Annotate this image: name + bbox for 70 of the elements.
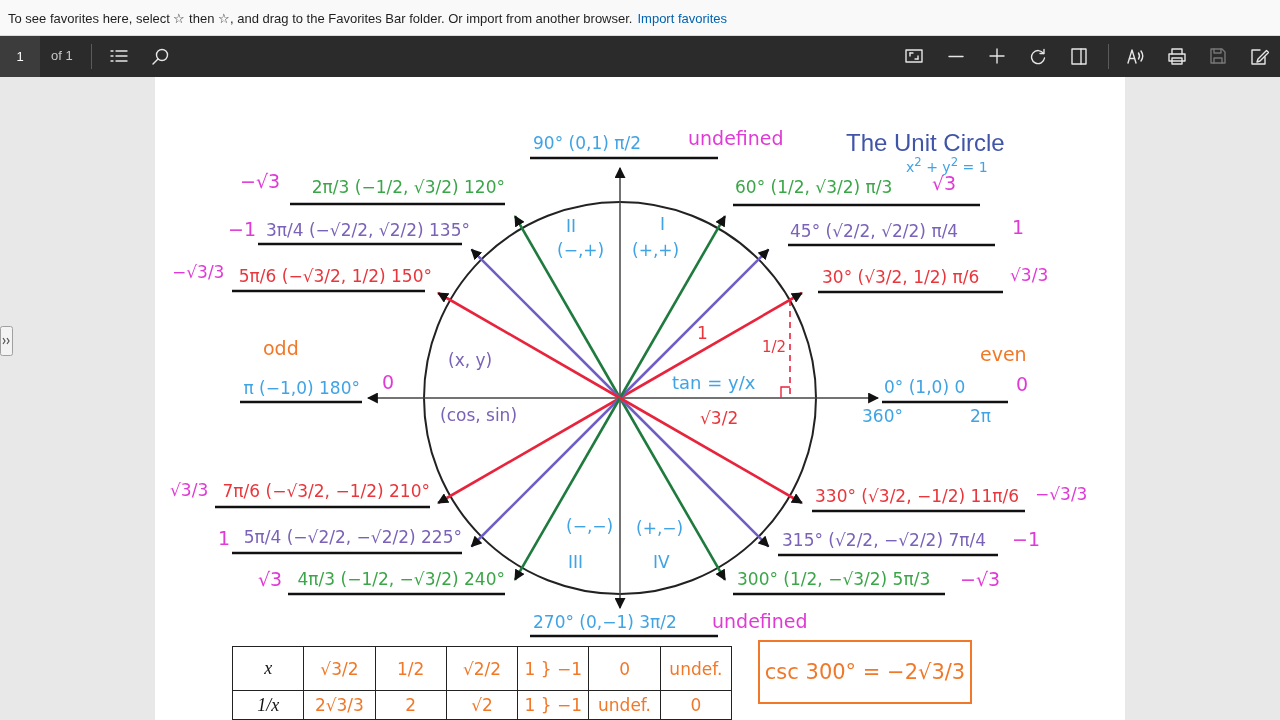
equation-text: tan = y/x: [672, 372, 756, 394]
angle-coordinates-label: 30° (√3/2, 1/2) π/6: [822, 267, 980, 288]
tangent-value: −1: [228, 218, 256, 241]
angle-coordinates-label: 5π/4 (−√2/2, −√2/2) 225°: [243, 527, 462, 548]
table-cell: 1 } −1: [517, 646, 589, 691]
angle-coordinates-label: 0° (1,0) 0: [884, 377, 966, 398]
tangent-value: 0: [1016, 373, 1029, 396]
table-cell: 1/2: [375, 646, 447, 691]
tangent-value: undefined: [712, 610, 808, 633]
tangent-value: undefined: [688, 127, 784, 150]
angle-coordinates-label: 330° (√3/2, −1/2) 11π/6: [815, 486, 1020, 507]
tangent-value: 0: [382, 371, 395, 394]
quadrant-sign-label: (+,−): [636, 518, 684, 539]
tangent-value: −√3/3: [1035, 484, 1088, 505]
page-count-text: of 1: [51, 48, 73, 64]
angle-coordinates-label: 300° (1/2, −√3/2) 5π/3: [737, 569, 931, 590]
tangent-value: 1: [1012, 216, 1025, 239]
tangent-value: −√3: [960, 568, 1001, 591]
table-cell: √2: [446, 690, 518, 720]
table-header-cell: 1/x: [232, 690, 304, 720]
angle-label: 360°: [862, 406, 903, 427]
coordinate-label: (x, y): [448, 350, 493, 371]
table-cell: 0: [588, 646, 661, 691]
quadrant-sign-label: (−,+): [557, 240, 605, 261]
table-cell: 2√3/3: [303, 690, 376, 720]
angle-coordinates-label: 60° (1/2, √3/2) π/3: [735, 177, 893, 198]
tangent-value: √3/3: [170, 480, 209, 501]
diagram-title: The Unit Circle: [846, 129, 1005, 157]
angle-coordinates-label: 7π/6 (−√3/2, −1/2) 210°: [222, 481, 430, 502]
quadrant-numeral: III: [568, 552, 584, 573]
angle-coordinates-label: 90° (0,1) π/2: [533, 133, 642, 154]
angle-coordinates-label: 5π/6 (−√3/2, 1/2) 150°: [238, 266, 432, 287]
equation-text: x$^{2}$ + y$^{2}$ = 1: [906, 155, 988, 175]
formula-box: csc 300° = −2√3/3: [758, 640, 972, 704]
side-length-label: 1: [697, 323, 708, 344]
import-favorites-link: Import favorites: [637, 11, 728, 26]
table-header-cell: x: [232, 646, 304, 691]
tangent-value: 1: [218, 527, 231, 550]
tangent-value: √3: [258, 568, 283, 591]
quadrant-sign-label: (−,−): [566, 516, 614, 537]
coordinate-label: (cos, sin): [440, 405, 518, 426]
table-cell: 1 } −1: [517, 690, 589, 720]
page-number-field: 1: [0, 36, 40, 77]
tangent-value: √3/3: [1010, 265, 1049, 286]
angle-coordinates-label: 3π/4 (−√2/2, √2/2) 135°: [265, 220, 470, 241]
table-cell: √2/2: [446, 646, 518, 691]
table-cell: undef.: [588, 690, 661, 720]
tangent-value: −1: [1012, 528, 1040, 551]
quadrant-numeral: I: [660, 214, 665, 235]
favorites-hint-text: To see favorites here, select ☆ then ☆, and drag to the Favorites Bar folder. Or import from another browser.: [8, 11, 633, 26]
side-length-label: √3/2: [700, 408, 739, 429]
tangent-value: −√3/3: [172, 262, 225, 283]
table-cell: 0: [660, 690, 732, 720]
angle-label: 2π: [970, 406, 992, 427]
parity-label: odd: [263, 337, 299, 360]
quadrant-sign-label: (+,+): [632, 240, 680, 261]
table-cell: undef.: [660, 646, 732, 691]
parity-label: even: [980, 343, 1027, 366]
angle-coordinates-label: 2π/3 (−1/2, √3/2) 120°: [311, 177, 505, 198]
angle-coordinates-label: π (−1,0) 180°: [243, 378, 360, 399]
quadrant-numeral: IV: [653, 552, 670, 573]
tangent-value: −√3: [240, 170, 281, 193]
table-cell: √3/2: [303, 646, 376, 691]
angle-coordinates-label: 315° (√2/2, −√2/2) 7π/4: [782, 530, 987, 551]
angle-coordinates-label: 270° (0,−1) 3π/2: [533, 612, 677, 633]
table-cell: 2: [375, 690, 447, 720]
side-length-label: 1/2: [762, 338, 787, 356]
angle-coordinates-label: 45° (√2/2, √2/2) π/4: [790, 221, 959, 242]
quadrant-numeral: II: [566, 216, 577, 237]
angle-coordinates-label: 4π/3 (−1/2, −√3/2) 240°: [297, 569, 505, 590]
